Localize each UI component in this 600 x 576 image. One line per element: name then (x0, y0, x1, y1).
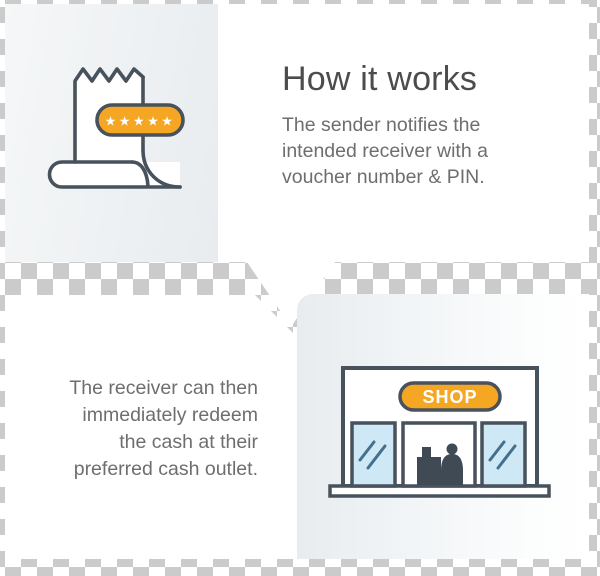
top-description: The sender notifies the intended receive… (282, 112, 532, 190)
cashier-body (441, 454, 463, 471)
receipt-inner-curl-outline (130, 160, 150, 188)
bottom-description: The receiver can then immediately redeem… (35, 375, 258, 483)
bottom-left-panel: The receiver can then immediately redeem… (5, 295, 297, 559)
bottom-description-line: The receiver can then (69, 377, 258, 399)
shop-sign-label: SHOP (422, 387, 477, 407)
shop-window-left (350, 421, 397, 488)
bottom-right-gradient-tile: SHOP (297, 294, 589, 559)
shop-storefront-icon: SHOP (328, 366, 551, 498)
bottom-description-line: immediately redeem (82, 404, 258, 426)
receipt-scroll-outline (47, 160, 182, 189)
shop-window-right (480, 421, 527, 488)
counter (417, 470, 463, 485)
top-description-line: The sender notifies the (282, 114, 481, 136)
window-reflection-left (358, 440, 387, 470)
receipt-outline (73, 67, 145, 164)
cashier-head (446, 443, 458, 455)
window-reflection-right (488, 440, 517, 470)
pin-stars: ★★★★★ (105, 114, 176, 129)
shop-sign (398, 381, 502, 412)
pin-pill (95, 103, 185, 137)
top-description-line: intended receiver with a (282, 140, 488, 162)
page-title: How it works (282, 60, 478, 98)
bottom-description-line: preferred cash outlet. (73, 458, 258, 480)
top-description-line: voucher number & PIN. (282, 166, 485, 188)
cash-register-body (417, 457, 441, 471)
voucher-receipt-icon: ★★★★★ (47, 67, 185, 189)
cash-register-top (422, 447, 431, 458)
bottom-description-line: the cash at their (119, 431, 258, 453)
